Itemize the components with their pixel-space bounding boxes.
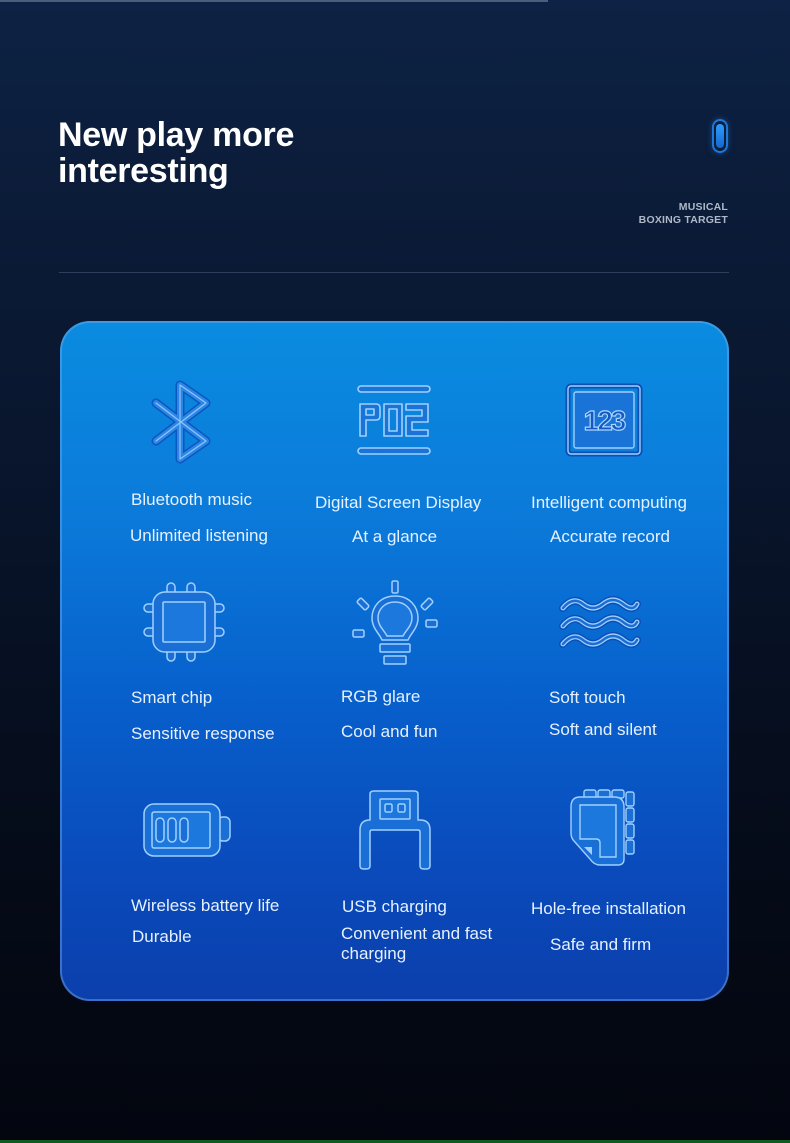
header-divider	[59, 272, 729, 273]
feature-subtitle: Cool and fun	[341, 722, 438, 741]
adhesive-pad-icon	[570, 789, 640, 869]
counter-123-icon: 123	[565, 383, 643, 457]
bottom-edge-strip	[0, 1140, 790, 1143]
feature-title: Bluetooth music	[131, 490, 252, 509]
top-edge-strip	[0, 0, 548, 2]
page-headline: New play more interesting	[58, 117, 294, 189]
feature-title: Intelligent computing	[531, 493, 687, 512]
feature-subtitle: Convenient and fast charging	[341, 924, 493, 963]
features-card: Bluetooth music Unlimited listening Digi…	[60, 321, 729, 1001]
headline-line-1: New play more	[58, 116, 295, 154]
digital-display-icon	[356, 384, 432, 456]
battery-icon	[142, 802, 234, 858]
feature-title: Wireless battery life	[131, 896, 280, 915]
feature-title: Digital Screen Display	[315, 493, 482, 512]
light-bulb-icon	[352, 580, 438, 666]
usb-plug-icon	[358, 790, 432, 870]
tagline-line-2: BOXING TARGET	[638, 214, 728, 226]
svg-text:123: 123	[584, 405, 626, 436]
product-tagline: MUSICAL BOXING TARGET	[639, 201, 728, 227]
feature-title: Smart chip	[131, 688, 213, 707]
headline-line-2: interesting	[58, 152, 229, 190]
feature-subtitle: Unlimited listening	[130, 526, 268, 545]
feature-title: USB charging	[342, 897, 447, 916]
feature-title: Soft touch	[549, 688, 626, 707]
pill-indicator-icon	[712, 119, 728, 153]
feature-title: RGB glare	[341, 687, 421, 706]
feature-subtitle: At a glance	[352, 527, 438, 546]
bluetooth-icon	[150, 379, 214, 465]
waves-icon	[559, 594, 641, 652]
chip-icon	[143, 582, 225, 662]
feature-subtitle: Soft and silent	[549, 720, 657, 739]
tagline-line-1: MUSICAL	[678, 201, 728, 213]
feature-title: Hole-free installation	[531, 899, 686, 918]
feature-subtitle: Safe and firm	[550, 935, 652, 954]
feature-subtitle: Accurate record	[550, 527, 670, 546]
feature-subtitle: Sensitive response	[131, 724, 275, 743]
feature-subtitle: Durable	[132, 927, 192, 946]
